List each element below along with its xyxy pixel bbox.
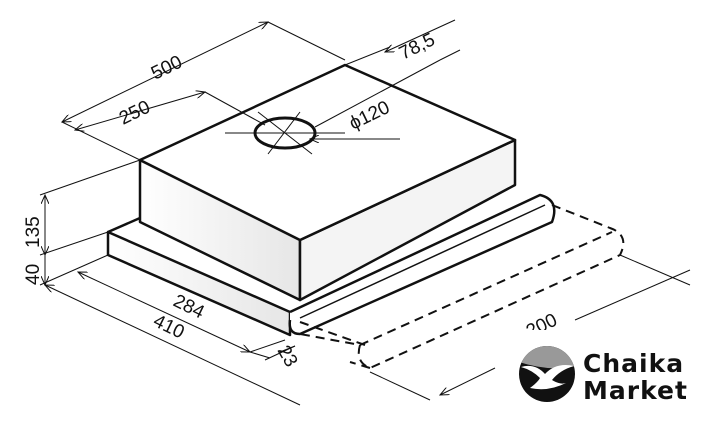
dimension-lines — [39, 19, 691, 406]
dim-250: 250 — [116, 97, 154, 130]
dim-40: 40 — [23, 264, 44, 285]
logo-text-market: Market — [583, 376, 688, 405]
outlet-circle — [225, 59, 441, 155]
dim-500: 500 — [148, 52, 186, 85]
logo-text-chaika: Chaika — [583, 349, 685, 378]
chaika-logo-icon — [519, 346, 575, 402]
dim-135: 135 — [23, 216, 44, 248]
extension-dashed — [299, 204, 625, 370]
dim-410: 410 — [150, 311, 188, 344]
dim-78-5: 78,5 — [396, 29, 438, 64]
dim-23: 23 — [273, 342, 302, 371]
hood-body — [138, 63, 517, 302]
logo-backdrop — [515, 330, 585, 350]
